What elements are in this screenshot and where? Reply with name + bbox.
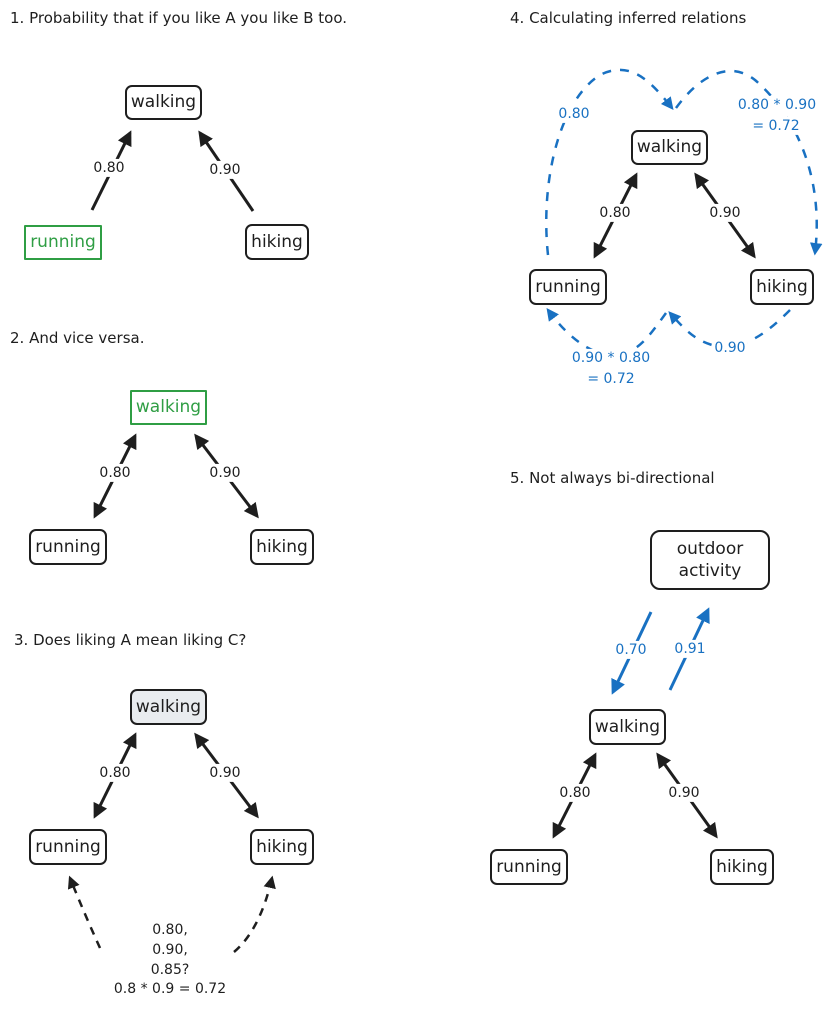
node-walking[interactable]: walking: [631, 130, 708, 165]
edge-label: 0.80: [97, 463, 133, 483]
node-label: running: [496, 856, 562, 877]
node-label: hiking: [256, 836, 308, 857]
node-walking[interactable]: walking: [589, 709, 666, 745]
question-line: 0.8 * 0.9 = 0.72: [111, 979, 229, 999]
edge-label: 0.91: [672, 639, 708, 659]
edge-label: 0.80: [97, 763, 133, 783]
inferred-label: 0.90: [712, 338, 748, 358]
edge-label: 0.80: [597, 203, 633, 223]
node-label: running: [30, 232, 96, 253]
inferred-label: = 0.72: [750, 116, 802, 136]
question-line: 0.90,: [150, 940, 190, 960]
node-label: walking: [130, 92, 197, 113]
node-running[interactable]: running: [529, 269, 607, 305]
node-running[interactable]: running: [29, 529, 107, 565]
panel-5-title: 5. Not always bi-directional: [510, 469, 715, 487]
inferred-label: = 0.72: [585, 369, 637, 389]
node-label: walking: [636, 137, 703, 158]
node-hiking[interactable]: hiking: [245, 224, 309, 260]
node-label: hiking: [256, 536, 308, 557]
node-label-line1: outdoor: [676, 538, 744, 559]
edge-label: 0.90: [207, 160, 243, 180]
node-walking[interactable]: walking: [125, 85, 202, 120]
panel-2-title: 2. And vice versa.: [10, 329, 145, 347]
node-label: walking: [135, 696, 202, 717]
edge-label: 0.90: [207, 463, 243, 483]
edge-label: 0.90: [207, 763, 243, 783]
inferred-label: 0.80: [556, 104, 592, 124]
node-hiking[interactable]: hiking: [750, 269, 814, 305]
node-label: hiking: [756, 276, 808, 297]
node-label: hiking: [251, 231, 303, 252]
node-hiking[interactable]: hiking: [710, 849, 774, 885]
node-walking[interactable]: walking: [130, 689, 207, 725]
edge-label: 0.80: [557, 783, 593, 803]
question-line: 0.80,: [150, 920, 190, 940]
inferred-label: 0.90 * 0.80: [569, 348, 653, 368]
node-running[interactable]: running: [24, 225, 102, 260]
panel-1-title: 1. Probability that if you like A you li…: [10, 9, 348, 27]
node-label: running: [35, 836, 101, 857]
inferred-label: 0.80 * 0.90: [735, 95, 819, 115]
edge-label: 0.90: [707, 203, 743, 223]
dashed-edge-question-running: [67, 875, 102, 949]
node-hiking[interactable]: hiking: [250, 829, 314, 865]
node-walking[interactable]: walking: [130, 390, 207, 425]
node-running[interactable]: running: [29, 829, 107, 865]
node-label: hiking: [716, 856, 768, 877]
question-line: 0.85?: [148, 960, 192, 980]
node-label: walking: [594, 716, 661, 737]
node-label: running: [35, 536, 101, 557]
panel-4-title: 4. Calculating inferred relations: [510, 9, 747, 27]
edge-label: 0.70: [613, 640, 649, 660]
node-label: running: [535, 276, 601, 297]
edge-label: 0.90: [666, 783, 702, 803]
edge-label: 0.80: [91, 158, 127, 178]
node-label: walking: [135, 397, 202, 418]
panel-3-title: 3. Does liking A mean liking C?: [14, 631, 247, 649]
dashed-edge-question-hiking: [233, 875, 276, 953]
node-running[interactable]: running: [490, 849, 568, 885]
node-label-line2: activity: [678, 561, 742, 581]
node-hiking[interactable]: hiking: [250, 529, 314, 565]
node-outdoor-activity[interactable]: outdoor activity: [650, 530, 770, 590]
